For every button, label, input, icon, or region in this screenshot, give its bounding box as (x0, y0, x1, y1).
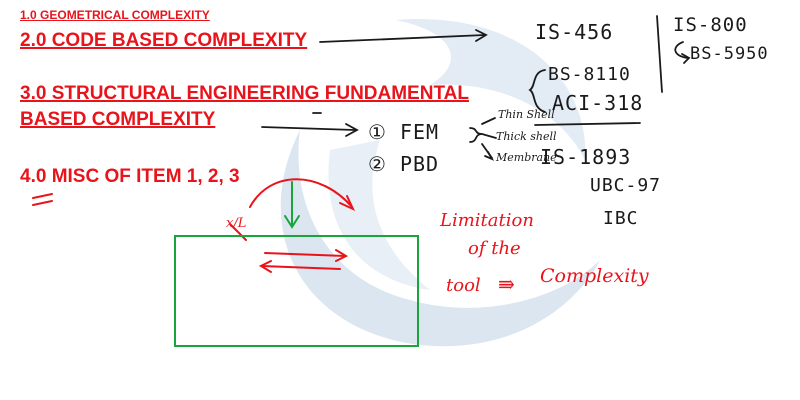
shell-membrane: Membrane (496, 151, 557, 164)
double-underline-mark (32, 193, 53, 199)
heading-misc-items: 4.0 MISC OF ITEM 1, 2, 3 (20, 166, 240, 187)
note-implies-arrow: ⇛ (498, 272, 515, 296)
code-is-1893: IS-1893 (540, 145, 632, 169)
double-arrow-bottom (261, 265, 341, 270)
heading-structural-engineering-line1: 3.0 STRUCTURAL ENGINEERING FUNDAMENTAL (20, 83, 469, 104)
code-aci-318: ACI-318 (552, 91, 644, 115)
green-beam-rectangle (174, 235, 419, 347)
red-arc (249, 178, 353, 208)
brace-codes (528, 69, 546, 113)
beam-position-label: x/L (226, 216, 247, 231)
heading-code-based-complexity: 2.0 CODE BASED COMPLEXITY (20, 30, 308, 51)
brace-fem (469, 127, 483, 143)
double-arrow-top (264, 252, 346, 257)
code-ibc: IBC (603, 208, 639, 229)
divider-line (656, 15, 663, 93)
method-pbd: ② PBD (368, 152, 440, 176)
note-complexity: Complexity (540, 265, 649, 287)
code-bs-5950: BS-5950 (690, 44, 769, 64)
arrow-fundamental (261, 126, 356, 131)
heading-structural-engineering-line2: BASED COMPLEXITY (20, 109, 216, 130)
code-ubc-97: UBC-97 (590, 175, 662, 196)
note-of-the: of the (468, 238, 521, 259)
heading-geometrical-complexity: 1.0 GEOMETRICAL COMPLEXITY (20, 8, 210, 22)
note-tool: tool (446, 275, 481, 296)
code-is-800: IS-800 (673, 14, 748, 36)
shell-thin: Thin Shell (498, 108, 555, 121)
arrow-code-based (319, 34, 486, 43)
code-bs-8110: BS-8110 (548, 64, 631, 85)
code-is-456: IS-456 (535, 20, 614, 44)
note-limitation: Limitation (440, 210, 534, 231)
method-fem: ① FEM (368, 120, 440, 144)
shell-thick: Thick shell (496, 130, 557, 143)
